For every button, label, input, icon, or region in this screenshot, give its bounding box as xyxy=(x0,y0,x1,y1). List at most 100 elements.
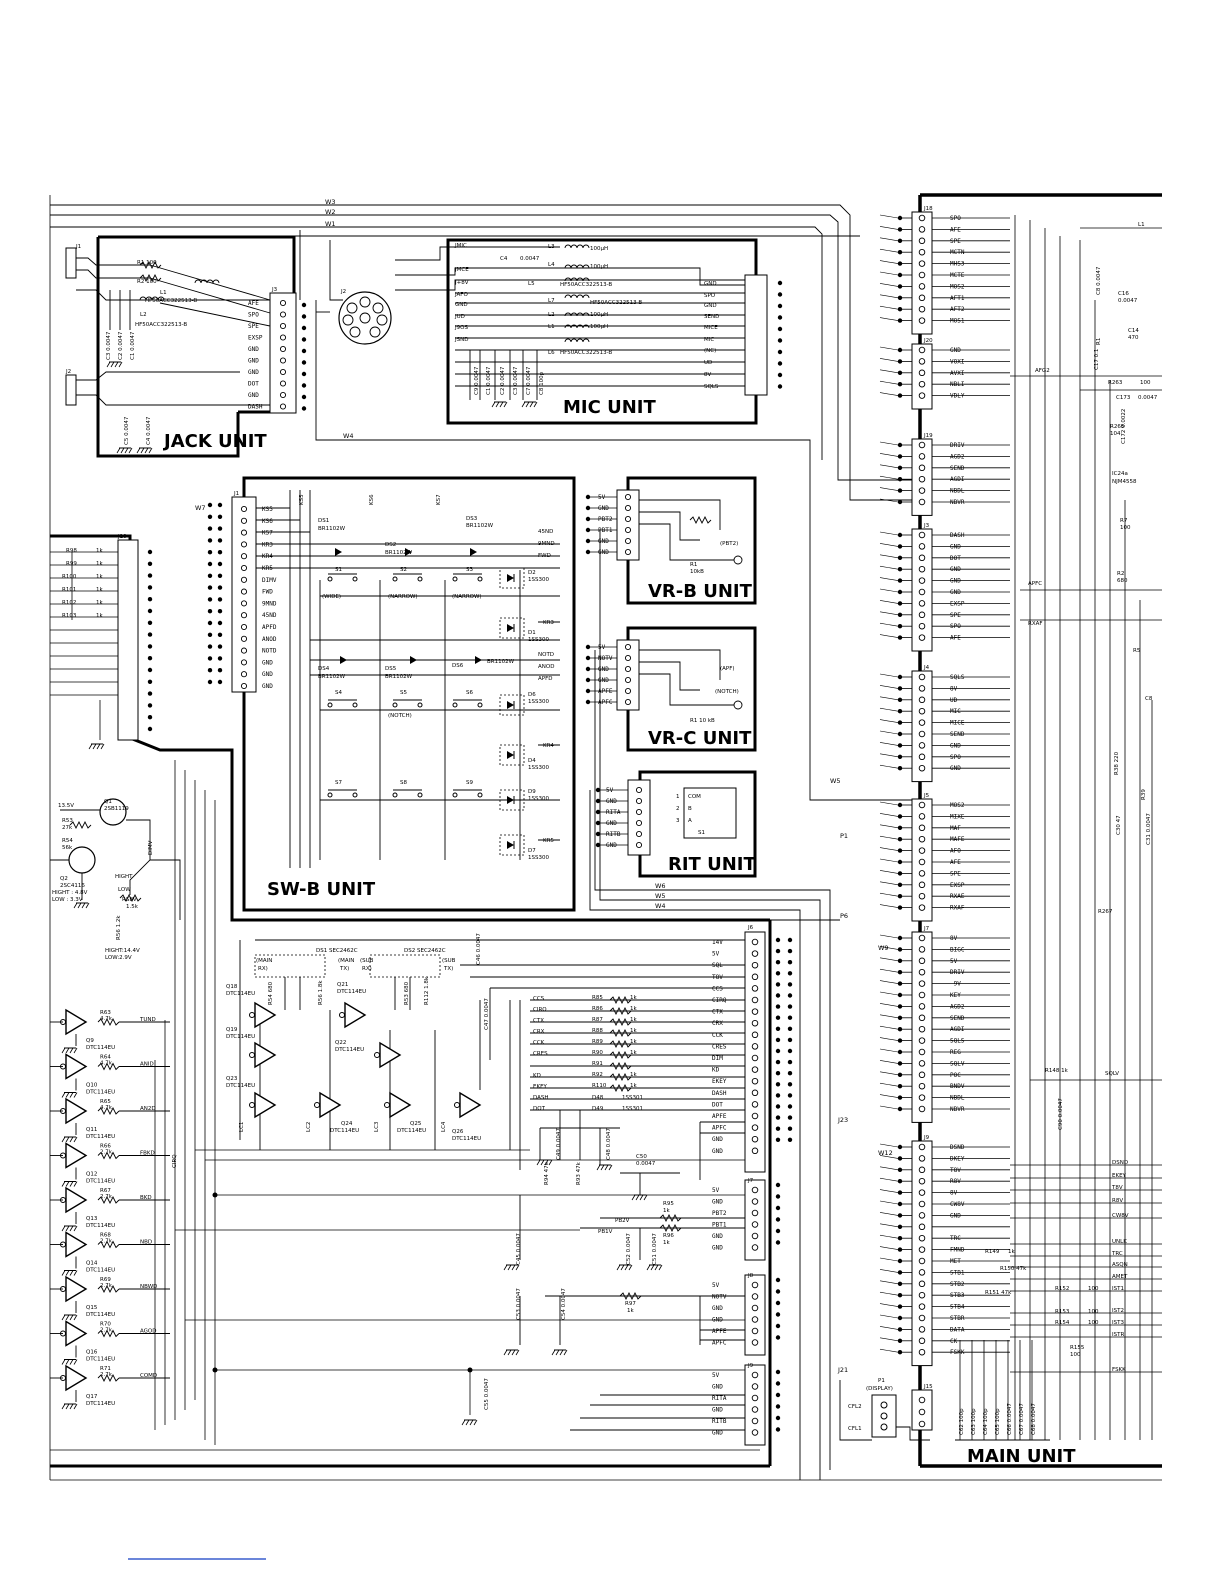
main-j19-pin-label: AGDI xyxy=(950,476,965,483)
svg-text:DTC114EU: DTC114EU xyxy=(226,1034,255,1040)
harness-dot xyxy=(775,1404,781,1409)
svg-text:100μH: 100μH xyxy=(590,324,608,330)
harness-dot xyxy=(787,1004,793,1009)
harness-dot xyxy=(207,502,213,508)
harness-dot xyxy=(595,831,601,837)
svg-text:DS2: DS2 xyxy=(385,542,396,548)
harness-dot xyxy=(777,384,783,389)
wire-label-apfc: APFC xyxy=(1028,581,1042,587)
harness-dot xyxy=(585,549,591,555)
svg-text:R1 100: R1 100 xyxy=(137,260,157,266)
main-j4-pin-terminal xyxy=(918,707,926,715)
harness-dot xyxy=(787,1082,793,1087)
wire-label-w9: W9 xyxy=(878,944,889,952)
main-j7-pin-label: 5V xyxy=(950,958,958,965)
svg-text:1.5k: 1.5k xyxy=(126,904,139,910)
svg-text:C54 0.0047: C54 0.0047 xyxy=(561,1288,567,1320)
svg-text:ANOD: ANOD xyxy=(538,664,554,670)
main-j19-ref: J19 xyxy=(923,433,933,439)
main-j20-connector xyxy=(911,343,933,410)
main-right-signal: IST2 xyxy=(1112,1308,1124,1314)
main-j9-pin-label: CK xyxy=(950,1338,958,1345)
main-j7-pin-terminal xyxy=(918,1094,926,1101)
buffer-q-ref: Q15 xyxy=(86,1305,98,1311)
buffer-transistor-symbol xyxy=(59,1142,87,1169)
main-j7-pin-label: NBVR xyxy=(950,1106,965,1113)
main-j19-pin-terminal xyxy=(918,498,926,506)
svg-text:C2 0.0047: C2 0.0047 xyxy=(118,331,124,360)
jack-j3-pin-label: DASH xyxy=(248,404,263,411)
center-j9-pin-terminal xyxy=(751,1417,759,1425)
svg-text:DTC114EU: DTC114EU xyxy=(330,1128,359,1134)
vrc-pin-label: NOTV xyxy=(598,655,613,662)
svg-text:100μH: 100μH xyxy=(590,246,608,252)
center-j6-pin-terminal xyxy=(751,1066,759,1073)
svg-text:L1: L1 xyxy=(1138,222,1145,228)
center-j6-pin-label: CIRQ xyxy=(712,997,727,1004)
main-j4-pin-terminal xyxy=(918,730,926,738)
main-j5-pin-terminal xyxy=(918,892,926,900)
buffer-r-ref: R63 xyxy=(100,1010,111,1016)
center-resistor-ref: R91 xyxy=(592,1061,603,1067)
swb-j1-pin-terminal xyxy=(240,576,248,583)
wire-label-w1: W1 xyxy=(325,220,336,228)
svg-text:C4 0.0047: C4 0.0047 xyxy=(146,416,152,445)
svg-text:1k: 1k xyxy=(663,1208,670,1214)
svg-text:(NOTCH): (NOTCH) xyxy=(388,713,412,719)
center-j6-pin-terminal xyxy=(751,1101,759,1108)
center-j6-pin-label: CCS xyxy=(712,985,723,992)
main-j19-pin-label: AGD2 xyxy=(950,453,965,460)
svg-text:KS6: KS6 xyxy=(369,494,375,505)
svg-text:DTC114EU: DTC114EU xyxy=(452,1136,481,1142)
svg-text:R98: R98 xyxy=(66,548,77,554)
main-right-signal: DSND xyxy=(1112,1160,1128,1166)
svg-text:CCK: CCK xyxy=(533,1040,545,1046)
svg-text:TX): TX) xyxy=(443,966,453,972)
buffer-transistor-symbol xyxy=(59,1276,87,1302)
svg-text:R2 100: R2 100 xyxy=(137,279,157,285)
svg-text:(MAIN: (MAIN xyxy=(338,958,354,964)
main-j5-pin-terminal xyxy=(918,847,926,854)
center-j7-pin-terminal xyxy=(751,1198,759,1205)
svg-text:CCS: CCS xyxy=(533,996,545,1002)
svg-text:Q26: Q26 xyxy=(452,1129,464,1135)
center-j6-pin-label: SQL xyxy=(712,962,723,969)
buffer-transistor-symbol xyxy=(59,1009,87,1035)
wire-label-w7: W7 xyxy=(195,504,206,512)
main-right-signal: TRC xyxy=(1111,1251,1123,1257)
rit-pin-label: GND xyxy=(606,820,617,827)
buffer-q-type: DTC114EU xyxy=(86,1312,115,1318)
svg-text:J+8V: J+8V xyxy=(454,280,469,286)
main-j9-ref: J9 xyxy=(923,1135,930,1141)
main-j18-pin-label: MHS3 xyxy=(950,261,965,268)
vrb-pin-terminal xyxy=(624,537,632,545)
main-cap-label: C64 100p xyxy=(983,1408,989,1435)
svg-text:J1: J1 xyxy=(233,491,239,497)
center-j6-pin-label: KD xyxy=(712,1067,720,1074)
swb-j1-pin-terminal xyxy=(240,635,248,642)
main-j4-pin-terminal xyxy=(918,742,926,749)
center-j9-pin-terminal xyxy=(751,1394,759,1402)
svg-text:DIMV: DIMV xyxy=(148,840,154,855)
svg-text:100: 100 xyxy=(1120,525,1131,531)
svg-text:R267: R267 xyxy=(1098,909,1113,915)
svg-text:S6: S6 xyxy=(466,690,473,696)
harness-dot xyxy=(787,1015,793,1020)
svg-text:J9OS: J9OS xyxy=(454,325,468,331)
vrc-pin-terminal xyxy=(624,654,632,662)
main-j20-pin-terminal xyxy=(918,358,926,365)
svg-text:EKEY: EKEY xyxy=(533,1084,548,1090)
buffer-signal: AGOD xyxy=(140,1329,157,1335)
svg-text:LOW: LOW xyxy=(118,887,131,893)
center-j6-pin-label: APFC xyxy=(712,1125,727,1132)
harness-dot xyxy=(207,561,213,567)
svg-text:R155: R155 xyxy=(1070,1345,1085,1351)
svg-text:KS7: KS7 xyxy=(436,494,442,505)
harness-dot xyxy=(787,1026,793,1032)
main-j19-pin-terminal xyxy=(918,475,926,483)
svg-text:C173: C173 xyxy=(1116,395,1131,401)
